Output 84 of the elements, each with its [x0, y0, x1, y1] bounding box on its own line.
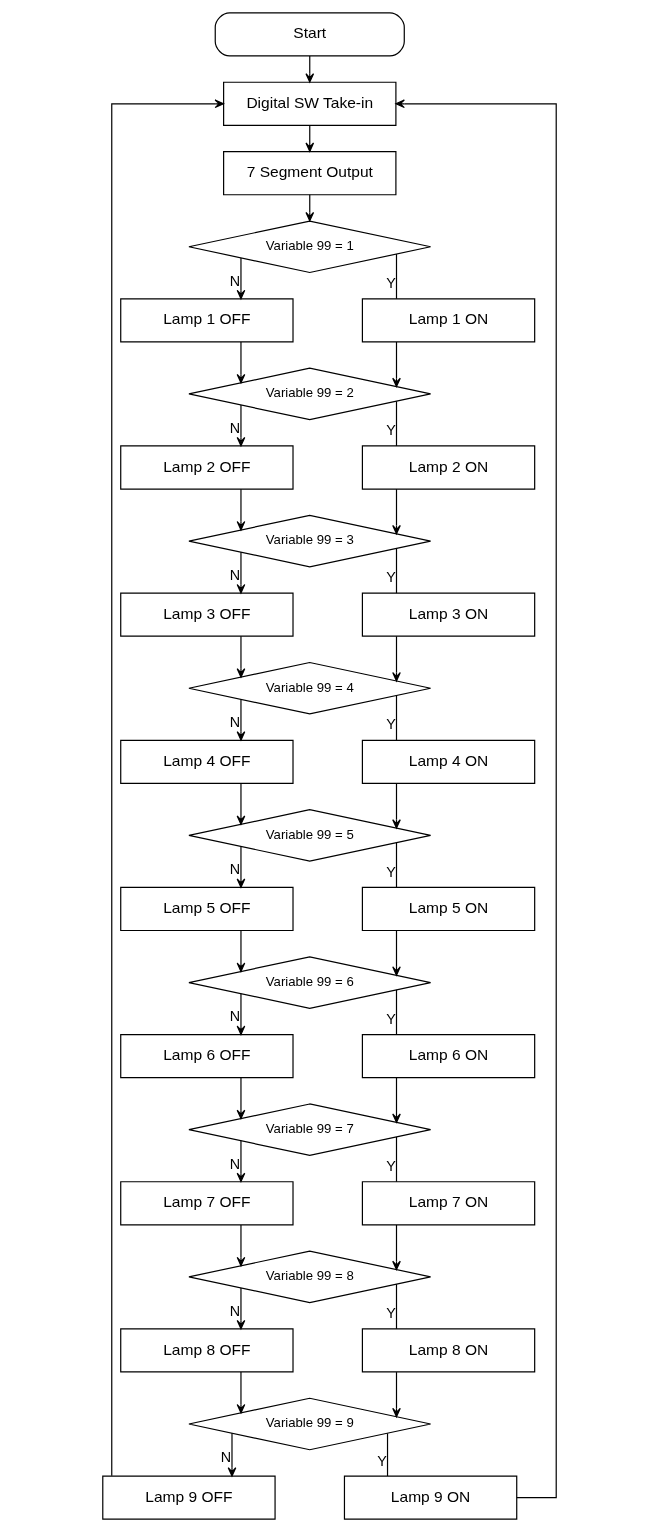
arrow — [236, 1287, 245, 1330]
node-box: Digital SW Take-in — [222, 81, 396, 126]
arrow — [391, 1371, 401, 1418]
arrow — [236, 1224, 245, 1267]
edge-label: Y — [376, 1453, 387, 1470]
node-box: Lamp 6 ON — [361, 1034, 535, 1079]
node-box: Lamp 3 ON — [361, 592, 535, 637]
node-box: Lamp 6 OFF — [119, 1034, 294, 1079]
arrow — [391, 930, 401, 976]
arrow — [227, 1432, 236, 1477]
arrow — [236, 1077, 245, 1120]
node-box: Lamp 1 OFF — [119, 298, 294, 343]
arrow — [391, 341, 401, 388]
node-box: Lamp 8 OFF — [119, 1328, 294, 1373]
arrow — [236, 845, 245, 888]
arrow — [236, 488, 245, 531]
connector — [395, 1136, 397, 1183]
node-box: Lamp 5 ON — [361, 886, 535, 932]
node-diamond: Variable 99 = 5 — [187, 809, 431, 862]
node-box: Lamp 4 OFF — [119, 739, 294, 784]
arrow — [236, 1371, 245, 1414]
edge-label: N — [229, 419, 240, 436]
edge-label: Y — [385, 274, 396, 291]
edge-label: Y — [385, 1010, 396, 1027]
arrow — [236, 635, 245, 678]
connector — [395, 694, 397, 741]
arrow — [236, 1140, 245, 1183]
node-diamond: Variable 99 = 6 — [187, 956, 431, 1009]
arrow — [236, 551, 245, 594]
node-diamond: Variable 99 = 8 — [187, 1250, 431, 1304]
connector — [395, 989, 397, 1036]
edge-label: N — [229, 566, 240, 583]
connector — [386, 1432, 388, 1477]
edge-label: N — [229, 1008, 240, 1025]
edge-label: N — [229, 1302, 240, 1319]
node-box: Lamp 3 OFF — [119, 592, 294, 637]
arrow — [391, 1224, 401, 1271]
arrow — [236, 698, 245, 741]
node-diamond: Variable 99 = 3 — [187, 514, 431, 568]
arrow — [236, 404, 245, 447]
arrow — [236, 341, 245, 384]
node-box: Lamp 8 ON — [361, 1328, 535, 1373]
edge-label: N — [229, 861, 240, 878]
arrow — [236, 993, 245, 1036]
connector — [395, 547, 397, 594]
node-box: Lamp 2 OFF — [119, 445, 294, 490]
node-box: Lamp 7 OFF — [119, 1181, 294, 1226]
node-box: Lamp 1 ON — [361, 298, 535, 343]
node-box: Lamp 2 ON — [361, 445, 535, 490]
node-box: Lamp 4 ON — [361, 739, 535, 784]
edge-label: Y — [385, 863, 396, 880]
node-diamond: Variable 99 = 4 — [187, 661, 431, 715]
edge-label: Y — [385, 1305, 396, 1322]
node-diamond: Variable 99 = 7 — [187, 1103, 431, 1157]
node-box: Start — [214, 12, 405, 57]
arrow — [391, 635, 401, 682]
edge-label: N — [229, 272, 240, 289]
arrow — [394, 99, 557, 1499]
connector — [395, 842, 397, 888]
edge-label: N — [220, 1448, 231, 1465]
node-diamond: Variable 99 = 2 — [187, 367, 431, 421]
edge-label: Y — [385, 1157, 396, 1174]
arrow — [236, 257, 245, 300]
edge-label: Y — [385, 716, 396, 733]
connector — [395, 253, 397, 300]
edge-label: Y — [385, 569, 396, 586]
arrow — [110, 99, 224, 1477]
node-box: Lamp 9 OFF — [101, 1475, 276, 1520]
arrow — [236, 930, 245, 973]
arrow — [391, 1077, 401, 1123]
node-diamond: Variable 99 = 9 — [187, 1397, 431, 1451]
node-box: Lamp 9 ON — [343, 1475, 517, 1520]
edge-label: Y — [385, 422, 396, 439]
arrow — [391, 488, 401, 535]
node-diamond: Variable 99 = 1 — [187, 220, 431, 274]
node-box: Lamp 7 ON — [361, 1181, 535, 1226]
connector — [395, 1283, 397, 1330]
node-box: Lamp 5 OFF — [119, 886, 294, 932]
connector — [395, 400, 397, 447]
arrow — [236, 782, 245, 825]
edge-label: N — [229, 1155, 240, 1172]
node-box: 7 Segment Output — [222, 151, 396, 196]
arrow — [391, 782, 401, 829]
edge-label: N — [229, 714, 240, 731]
